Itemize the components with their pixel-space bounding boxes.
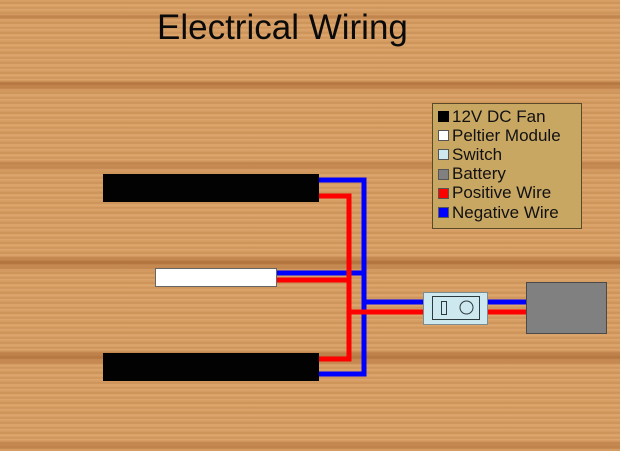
legend-swatch-switch [438, 149, 449, 161]
battery [526, 282, 607, 334]
legend-swatch-battery [438, 168, 449, 180]
legend-swatch-positive [438, 187, 449, 199]
fan-bottom [103, 353, 319, 381]
legend-item-battery: Battery [438, 164, 581, 184]
positive-wires [276, 193, 528, 362]
legend-swatch-peltier [438, 130, 449, 142]
switch-toggle-icon [441, 301, 447, 315]
legend-swatch-fan [438, 111, 449, 123]
legend-item-switch: Switch [438, 145, 581, 164]
switch [423, 292, 488, 325]
diagram-title: Electrical Wiring [157, 8, 408, 47]
switch-inner-frame [432, 296, 480, 320]
legend-item-peltier: Peltier Module [438, 126, 581, 145]
legend-label: Battery [452, 164, 506, 184]
peltier-module [155, 268, 277, 287]
legend-label: Positive Wire [452, 183, 552, 203]
legend-label: Switch [452, 144, 503, 164]
legend-label: Negative Wire [452, 202, 559, 222]
legend-item-positive-wire: Positive Wire [438, 183, 581, 203]
legend-item-negative-wire: Negative Wire [438, 203, 581, 222]
switch-circle-icon [459, 300, 474, 315]
legend-label: Peltier Module [452, 125, 561, 145]
legend: 12V DC Fan Peltier Module Switch Battery… [432, 103, 582, 229]
negative-wire-top-fan [318, 177, 367, 377]
legend-item-fan: 12V DC Fan [438, 107, 581, 126]
legend-swatch-negative [438, 207, 449, 219]
fan-top [103, 174, 319, 202]
legend-label: 12V DC Fan [452, 106, 546, 126]
